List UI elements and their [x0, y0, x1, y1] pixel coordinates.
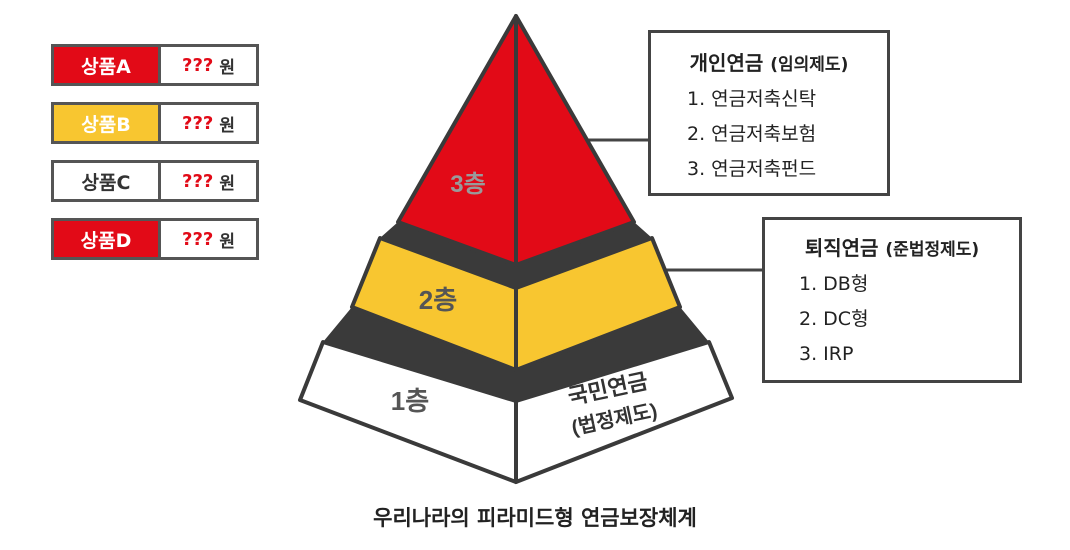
layer3-right-face [514, 14, 636, 267]
legend-amount: ??? [182, 228, 214, 250]
layer-band-upper [380, 222, 652, 288]
legend-amount: ??? [182, 54, 214, 76]
layer2-right-face [514, 236, 682, 372]
layer3 [396, 14, 636, 267]
retirement-pension-item: 3. IRP [799, 343, 854, 365]
layer2-label: 2층 [419, 285, 457, 315]
legend-item-c: 상품C ??? 원 [51, 160, 259, 202]
legend-name: 상품A [54, 47, 161, 83]
legend-value: ??? 원 [161, 221, 256, 257]
personal-pension-subtitle: (임의제도) [770, 55, 849, 75]
layer2 [350, 236, 682, 372]
retirement-pension-title: 퇴직연금 (준법정제도) [773, 232, 1011, 261]
legend-name: 상품C [54, 163, 161, 199]
legend-unit: 원 [219, 57, 235, 78]
legend-value: ??? 원 [161, 163, 256, 199]
retirement-pension-title-text: 퇴직연금 [804, 236, 879, 260]
legend-item-b: 상품B ??? 원 [51, 102, 259, 144]
legend-unit: 원 [219, 231, 235, 252]
personal-pension-title: 개인연금 (임의제도) [661, 47, 877, 76]
layer3-left-face [396, 14, 518, 267]
personal-pension-title-text: 개인연금 [689, 51, 764, 75]
layer1-label: 1층 [391, 386, 429, 416]
personal-pension-item: 1. 연금저축신탁 [687, 88, 817, 110]
personal-pension-item: 2. 연금저축보험 [687, 123, 817, 145]
retirement-pension-item: 1. DB형 [799, 273, 869, 295]
retirement-pension-subtitle: (준법정제도) [885, 240, 980, 260]
legend-name: 상품D [54, 221, 161, 257]
legend-value: ??? 원 [161, 105, 256, 141]
diagram-caption: 우리나라의 피라미드형 연금보장체계 [373, 506, 697, 530]
retirement-pension-box: 퇴직연금 (준법정제도) 1. DB형 2. DC형 3. IRP [762, 217, 1022, 383]
retirement-pension-item: 2. DC형 [799, 308, 869, 330]
personal-pension-box: 개인연금 (임의제도) 1. 연금저축신탁 2. 연금저축보험 3. 연금저축펀… [648, 30, 890, 196]
legend-name: 상품B [54, 105, 161, 141]
layer3-label: 3층 [450, 171, 485, 198]
legend-amount: ??? [182, 112, 214, 134]
legend-value: ??? 원 [161, 47, 256, 83]
personal-pension-item: 3. 연금저축펀드 [687, 158, 817, 180]
legend-unit: 원 [219, 115, 235, 136]
layer-band-lower [323, 307, 709, 401]
legend-item-d: 상품D ??? 원 [51, 218, 259, 260]
legend-item-a: 상품A ??? 원 [51, 44, 259, 86]
legend-amount: ??? [182, 170, 214, 192]
legend-unit: 원 [219, 173, 235, 194]
